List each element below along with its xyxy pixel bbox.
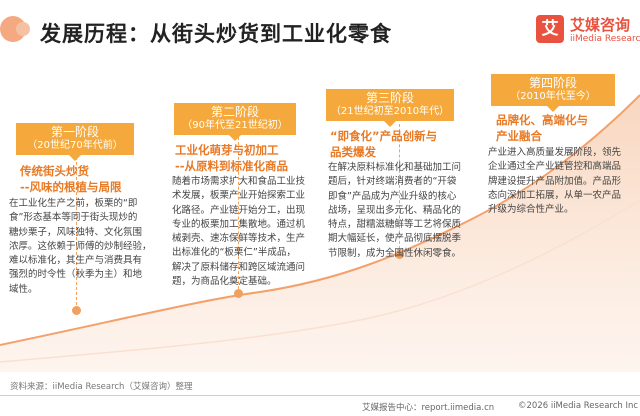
stage-1-desc-line: 食”形态基本等同于街头现炒的 [9, 212, 138, 224]
stage-4-name: 第四阶段 [528, 76, 577, 90]
stage-2-headline: 工业化萌芽与初加工 --从原料到标准化商品 [175, 142, 325, 174]
stage-3-desc-line: 战场，呈现出多元化、精品化的 [328, 204, 462, 216]
stage-2-connector [238, 137, 239, 294]
stage-1-desc-line: 浓厚。这依赖于师傅的炒制经验， [9, 240, 152, 252]
stage-2-name: 第二阶段 [210, 105, 259, 119]
stage-1-headline: 传统街头炒货 --风味的根植与局限 [20, 163, 160, 195]
title-decoration-dot-small [16, 22, 30, 36]
footer-divider [0, 395, 640, 396]
stage-2-desc-line: 出标准化的“板栗仁”半成品， [172, 247, 296, 259]
stage-4-headline: 品牌化、高端化与 产业融合 [496, 112, 626, 144]
stage-1-headline-line: 传统街头炒货 [20, 164, 89, 178]
stage-4-desc-line: 牌建设提升产品附加值。产品形 [488, 175, 622, 187]
stage-1-desc-line: 强烈的时令性（秋季为主）和地 [9, 269, 143, 281]
stage-2-period: （90年代至21世纪初） [182, 120, 288, 131]
stage-3-headline: “即食化”产品创新与 品类爆发 [330, 128, 470, 160]
stage-3-desc-line: 期大幅延长，使产品彻底摆脱季 [328, 233, 462, 245]
stage-1-headline-line: --风味的根植与局限 [20, 180, 122, 194]
stage-2-headline-line: 工业化萌芽与初加工 [175, 143, 279, 157]
stage-1-desc-line: 难以标准化，其生产与消费具有 [9, 255, 143, 267]
stage-2-badge: 第二阶段 （90年代至21世纪初） [174, 103, 296, 141]
stage-4-headline-line: 品牌化、高端化与 [496, 113, 588, 127]
page-title: 发展历程：从街头炒货到工业化零食 [40, 22, 392, 46]
stage-1-period: （20世纪70年代前） [27, 140, 123, 151]
stage-2-desc-line: 械剥壳、速冻保鲜等技术，生产 [172, 233, 306, 245]
logo-name-en: iiMedia Research [570, 34, 640, 44]
stage-2-marker [234, 289, 243, 298]
stage-3-headline-line: 品类爆发 [330, 145, 376, 159]
stage-1-desc-line: 糖炒栗子，风味独特、文化氛围 [9, 226, 143, 238]
stage-4-headline-line: 产业融合 [496, 129, 542, 143]
stage-4-desc-line: 企业通过全产业链管控和高端品 [488, 161, 622, 173]
stage-2-desc-line: 专业的板栗加工集散地。通过机 [172, 218, 306, 230]
stage-2-desc-line: 解决了原料储存和跨区域流通问 [172, 261, 306, 273]
stage-1-connector [76, 157, 77, 310]
stage-1-desc-line: 在工业化生产之前，板栗的“即 [9, 198, 138, 209]
stage-4-desc-line: 态向深加工拓展，从单一农产品 [488, 189, 622, 201]
footer-copyright: ©2026 iiMedia Research Inc [518, 401, 639, 411]
stage-3-marker [395, 250, 404, 259]
stage-3-desc-line: 特点，甜糯滋糖鲜等工艺将保质 [328, 219, 462, 231]
stage-3-connector [399, 124, 400, 254]
logo-mark: 艾 [536, 15, 564, 43]
stage-3-headline-line: “即食化”产品创新与 [330, 129, 438, 143]
stage-4-badge: 第四阶段 （2010年代至今） [491, 74, 615, 112]
stage-3-desc-line: 节限制，成为全国性休闲零食。 [328, 247, 462, 259]
logo-name-cn: 艾媒咨询 [570, 16, 631, 34]
footer-report-center: 艾媒报告中心：report.iimedia.cn [362, 403, 495, 413]
stage-2-headline-line: --从原料到标准化商品 [175, 159, 289, 173]
stage-2-desc-line: 化路径。产业链开始分工，出现 [172, 204, 306, 216]
stage-3-desc-line: 题后，针对终端消费者的“开袋 [328, 176, 457, 188]
stage-3-period: （21世纪初至2010年代） [330, 106, 450, 117]
stage-1-name: 第一阶段 [50, 125, 99, 139]
stage-4-period: （2010年代至今） [510, 91, 596, 102]
stage-3-badge: 第三阶段 （21世纪初至2010年代） [326, 89, 454, 127]
stage-3-desc-line: 即食”产品成为产业升级的核心 [328, 190, 457, 202]
stage-3-desc-line: 在解决原料标准化和基础加工问 [328, 162, 462, 173]
iimedia-logo: 艾 艾媒咨询 iiMedia Research [536, 13, 640, 49]
stage-3-description: 在解决原料标准化和基础加工问 题后，针对终端消费者的“开袋 即食”产品成为产业升… [328, 161, 478, 261]
stage-4-desc-line: 产业进入高质量发展阶段，领先 [488, 147, 622, 158]
stage-2-desc-line: 术发展，板栗产业开始探索工业 [172, 190, 306, 202]
stage-4-desc-line: 升级为综合性产业。 [488, 204, 574, 216]
stage-2-description: 随着市场需求扩大和食品工业技 术发展，板栗产业开始探索工业 化路径。产业链开始分… [172, 175, 322, 289]
stage-3-name: 第三阶段 [365, 91, 414, 105]
stage-1-marker [72, 306, 81, 315]
data-source: 资料来源：iiMedia Research（艾媒咨询）整理 [10, 382, 193, 392]
stage-2-desc-line: 随着市场需求扩大和食品工业技 [172, 176, 306, 187]
stage-2-desc-line: 题，为商品化奠定基础。 [172, 276, 277, 288]
stage-1-badge: 第一阶段 （20世纪70年代前） [16, 123, 134, 161]
stage-1-desc-line: 域性。 [9, 283, 38, 295]
stage-4-description: 产业进入高质量发展阶段，领先 企业通过全产业链管控和高端品 牌建设提升产品附加值… [488, 146, 638, 217]
stage-1-description: 在工业化生产之前，板栗的“即 食”形态基本等同于街头现炒的 糖炒栗子，风味独特、… [9, 197, 161, 297]
